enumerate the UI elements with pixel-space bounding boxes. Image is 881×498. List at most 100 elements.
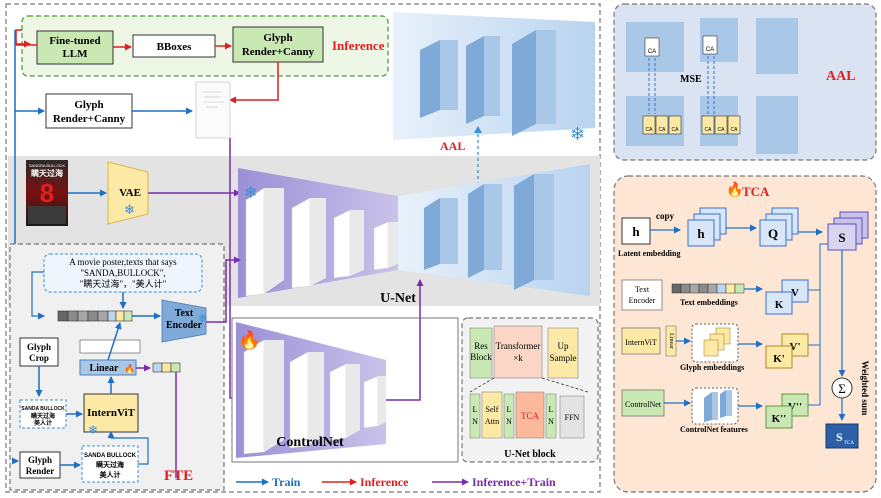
snowflake-icon: ❄ (244, 185, 257, 202)
inference-glyph-box (232, 26, 324, 63)
tca-h-label: h (632, 224, 640, 239)
flame-icon: 🔥 (124, 363, 135, 374)
s-tca-box (825, 423, 859, 449)
inference-title: Inference (332, 38, 385, 53)
internvit-box (83, 393, 139, 433)
ln-label-4: N (506, 417, 512, 426)
tca-linear-label: Linear (668, 333, 674, 349)
bboxes-label: BBoxes (157, 41, 193, 53)
latent-embedding-label: Latent embedding (618, 249, 680, 258)
inference-glyph-label-1: Glyph (263, 32, 292, 44)
glyph-render-label-1: Glyph (28, 455, 52, 465)
text-encoder-label-1: Text (175, 308, 194, 319)
ca-label: CA (659, 127, 667, 133)
h-stack: h (687, 207, 727, 247)
v1-label: V' (790, 341, 801, 353)
vae-label: VAE (119, 187, 141, 199)
cropped-glyph-line-1: SANDA BULLOCK (21, 406, 65, 412)
ln-label-2: N (472, 417, 478, 426)
movie-poster: SANDRA BULLOCK 瞒天过海 8 (26, 160, 68, 226)
ca-label: CA (706, 47, 714, 53)
weighted-sum-label: Weighted sum (860, 361, 870, 416)
snowflake-icon: ❄ (198, 313, 207, 325)
ffn-label: FFN (565, 413, 580, 422)
copy-label: copy (656, 211, 675, 221)
poster-number: 8 (40, 178, 54, 208)
llm-box (36, 30, 114, 65)
rendered-glyph-line-3: 美人计 (100, 470, 121, 479)
glyph-render-box (19, 451, 61, 479)
s-stack: S (827, 211, 869, 251)
ln-label-3: L (507, 405, 512, 414)
main-panel (5, 3, 601, 493)
llm-label-1: Fine-tuned (49, 35, 100, 47)
cropped-glyph-line-3: 美人计 (33, 419, 52, 427)
token-strip (57, 310, 133, 322)
glyph-render-label-2: Render (26, 466, 55, 476)
ln-label-1: L (473, 405, 478, 414)
self-attn-label-2: Attn (485, 417, 499, 426)
aal-title: AAL (826, 69, 856, 84)
tca-text-encoder-1: Text (635, 285, 650, 294)
res-block-label-2: Block (470, 352, 492, 362)
prompt-line-2: "SANDA,BULLOCK", (80, 268, 165, 278)
unet-block-title: U-Net block (504, 449, 556, 460)
snowflake-icon: ❄ (570, 124, 585, 144)
snowflake-icon: ❄ (88, 423, 98, 437)
text-encoder-label-2: Encoder (166, 320, 203, 331)
fte-panel: A movie poster,texts that says "SANDA,BU… (9, 243, 241, 491)
s-label: S (838, 230, 845, 245)
glyph-embeddings-label: Glyph embeddings (680, 363, 744, 372)
ca-label: CA (672, 127, 680, 133)
up-sample-label-2: Sample (550, 353, 577, 363)
k2-label: K'' (772, 413, 787, 425)
glyph-embedding-stack (703, 327, 731, 357)
up-sample-label-1: Up (558, 341, 569, 351)
prompt-line-1: A movie poster,texts that says (69, 257, 177, 267)
s-tca-subscript: TCA (844, 441, 854, 446)
k1-label: K' (773, 353, 785, 365)
llm-label-2: LLM (62, 48, 88, 60)
unet: ❄ (238, 164, 590, 298)
prompt-box (43, 253, 203, 293)
controlnet-feature-stack (704, 390, 732, 422)
inference-glyph-label-2: Render+Canny (242, 46, 315, 58)
legend-inference: Inference (360, 475, 409, 489)
k-label: K (775, 299, 784, 311)
rendered-glyph-line-1: SANDA BULLOCK (84, 453, 137, 459)
canny-image (195, 81, 231, 139)
unet-block-panel: Res Block Transformer ×k Up Sample L N S… (461, 317, 599, 463)
cropped-glyph-line-2: 瞒天过海 (31, 412, 55, 420)
poster-top-text: SANDRA BULLOCK (29, 163, 66, 168)
ca-label: CA (705, 127, 713, 133)
rendered-glyph-line-2: 瞒天过海 (96, 460, 124, 469)
res-block-label-1: Res (474, 341, 488, 351)
tca-internvit-label: InternViT (625, 338, 657, 347)
tca-controlnet-label: ControlNet (625, 400, 662, 409)
res-block (469, 327, 493, 379)
aal-feature-map (756, 96, 798, 154)
controlnet-features-label: ControlNet features (680, 425, 748, 434)
legend: Train Inference Inference+Train (236, 475, 556, 489)
controlnet-label: ControlNet (276, 435, 344, 450)
up-sample-block (547, 327, 579, 379)
internvit-label: InternViT (87, 407, 136, 419)
ln-label-6: N (548, 417, 554, 426)
tca-text-encoder-2: Encoder (629, 296, 656, 305)
flame-icon: 🔥 (238, 329, 260, 350)
ca-label: CA (646, 127, 654, 133)
ln-label-5: L (549, 405, 554, 414)
transformer-label-2: ×k (513, 353, 523, 363)
glyph-token-strip (152, 362, 181, 373)
tca-block-label: TCA (521, 411, 540, 421)
glyph-render-canny-label-2: Render+Canny (53, 113, 126, 125)
snowflake-icon: ❄ (124, 202, 135, 217)
self-attn-label-1: Self (486, 405, 499, 414)
q-label: Q (768, 226, 778, 241)
aal-decoder: ❄ (393, 12, 595, 144)
text-embedding-strip (671, 283, 745, 294)
transformer-block (493, 325, 543, 379)
tca-panel: 🔥 TCA h Latent embedding copy h Q S (613, 175, 877, 493)
h-stack-label: h (697, 226, 705, 241)
linear-label: Linear (90, 363, 119, 374)
